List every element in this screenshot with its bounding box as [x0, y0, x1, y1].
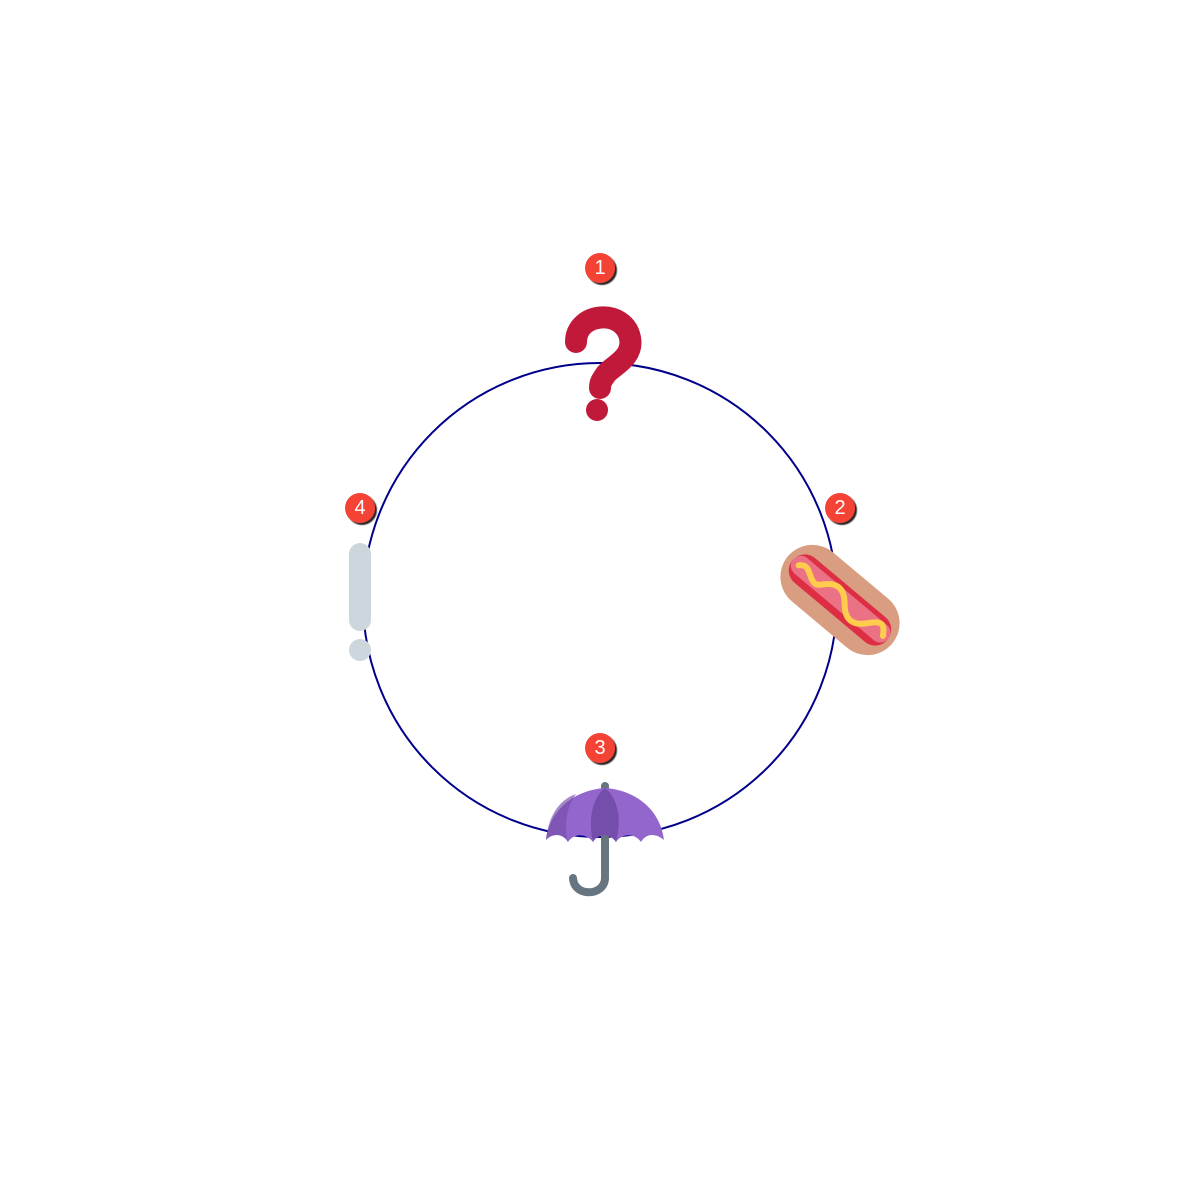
number-badge: 1 [585, 253, 615, 283]
badge-number: 3 [594, 737, 605, 759]
question-mark-icon [565, 306, 642, 421]
cycle-item-4: 4 [345, 493, 375, 661]
number-badge: 2 [825, 493, 855, 523]
cycle-ring [362, 362, 838, 838]
number-badge: 3 [585, 733, 615, 763]
badge-number: 4 [354, 497, 365, 519]
umbrella-icon [546, 782, 664, 897]
number-badge: 4 [345, 493, 375, 523]
cycle-item-1: 1 [565, 253, 642, 421]
cycle-item-3: 3 [546, 733, 664, 897]
badge-number: 1 [594, 257, 605, 279]
badge-number: 2 [834, 497, 845, 519]
cycle-item-2: 2 [780, 493, 900, 656]
exclamation-mark-icon [349, 543, 371, 661]
hot-dog-icon [780, 544, 900, 656]
